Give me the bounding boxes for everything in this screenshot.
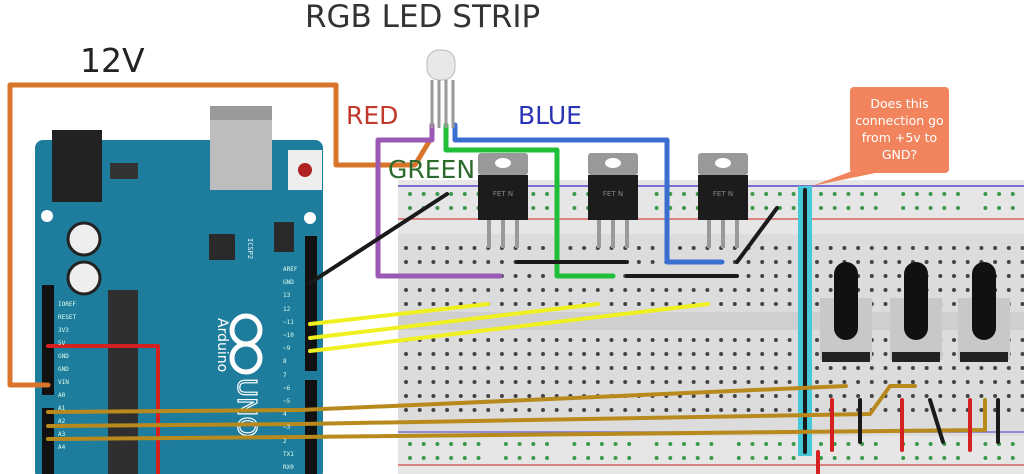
arduino-pin-label: IOREF <box>58 301 77 308</box>
wire-a0 <box>46 384 848 414</box>
red-label: RED <box>346 101 399 130</box>
wire-pin10 <box>308 302 600 340</box>
mosfet: FET N <box>588 153 638 248</box>
question-callout: Does this connection go from +5v to GND? <box>850 87 949 173</box>
arduino-pin-label: TX1 <box>283 450 294 458</box>
arduino-pin-label: RESET <box>58 314 77 321</box>
wire-gnd-arduino <box>308 192 449 285</box>
voltage-label: 12V <box>80 41 145 80</box>
wire-a1 <box>46 384 917 428</box>
wire-blue-channel <box>452 122 725 265</box>
mosfet: FET N <box>698 153 748 248</box>
arduino-pin-label: AREF <box>283 266 298 273</box>
arduino-uno-board: Arduino UNO <box>35 106 323 474</box>
green-label: GREEN <box>388 155 476 184</box>
potentiometer[interactable] <box>890 262 942 362</box>
mosfet: FET N <box>478 153 528 248</box>
icsp-label: ICSP2 <box>246 238 254 260</box>
arduino-pin-label: A0 <box>58 392 66 399</box>
icsp-header <box>274 222 294 252</box>
arduino-pin-label: VIN <box>58 379 69 386</box>
mosfet-label: FET N <box>713 190 733 198</box>
arduino-pin-label: 3V3 <box>58 327 69 334</box>
wire-gnd-3 <box>735 206 779 264</box>
arduino-pin-label: GND <box>58 366 69 373</box>
arduino-pin-label: 7 <box>283 371 287 379</box>
arduino-pin-label: 5V <box>58 340 66 347</box>
mosfet-label: FET N <box>493 190 513 198</box>
arduino-pin-label: 8 <box>283 358 287 366</box>
arduino-pin-label: ~5 <box>283 398 291 405</box>
mosfet-label: FET N <box>603 190 623 198</box>
arduino-pin-label: 4 <box>283 411 287 419</box>
arduino-pin-label: A1 <box>58 405 66 412</box>
arduino-pin-label: RX0 <box>283 464 294 471</box>
wire-a2 <box>46 398 987 441</box>
arduino-pin-label: 12 <box>283 305 291 313</box>
arduino-pin-label: GND <box>58 353 69 360</box>
diagram-title: RGB LED STRIP <box>305 0 541 35</box>
arduino-pin-label: A3 <box>58 431 66 438</box>
wire-5v <box>46 344 160 474</box>
potentiometer[interactable] <box>820 262 872 362</box>
arduino-brand-text: Arduino <box>214 318 230 372</box>
arduino-pin-label: GND <box>283 279 294 287</box>
arduino-pin-label: ~6 <box>283 384 291 392</box>
potentiometer[interactable] <box>958 262 1010 362</box>
wire-pin11 <box>308 302 490 326</box>
arduino-model-text: UNO <box>231 378 261 437</box>
arduino-pin-label: A2 <box>58 418 66 425</box>
blue-label: BLUE <box>518 101 582 130</box>
wire-green-channel <box>443 122 616 279</box>
arduino-pin-label: ~11 <box>283 318 294 326</box>
arduino-pin-label: ~9 <box>283 345 291 353</box>
arduino-pin-label: ~3 <box>283 424 291 432</box>
arduino-pin-label: 13 <box>283 292 291 300</box>
reset-button[interactable] <box>298 163 312 177</box>
wire-12v <box>7 82 433 388</box>
arduino-pin-label: A4 <box>58 444 66 451</box>
arduino-pin-label: 2 <box>283 437 287 445</box>
arduino-pin-label: ~10 <box>283 332 294 339</box>
rgb-led <box>426 49 456 128</box>
wire-pin9 <box>308 302 710 353</box>
wire-red-channel <box>375 122 503 279</box>
